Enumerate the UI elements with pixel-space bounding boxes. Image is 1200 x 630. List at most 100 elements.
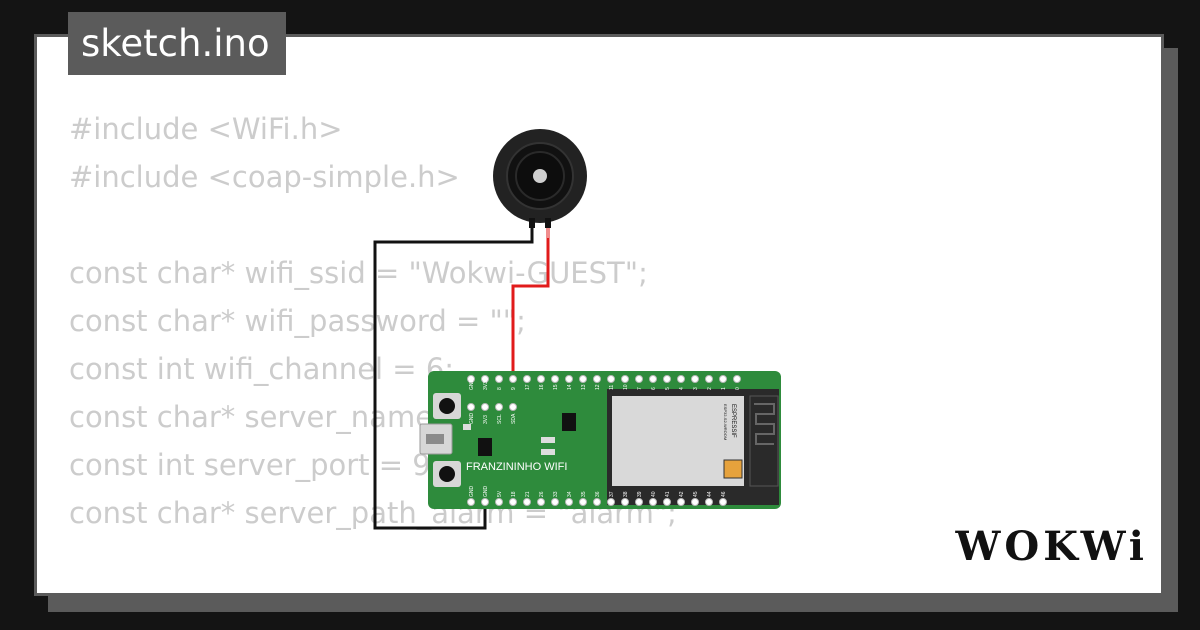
mid-pin-sda[interactable] bbox=[509, 403, 517, 411]
top-pin-9[interactable] bbox=[509, 375, 517, 383]
mid-pin-label: 3V3 bbox=[483, 415, 489, 424]
bottom-pin-label: 46 bbox=[721, 491, 727, 497]
top-pin-label: 6 bbox=[651, 387, 657, 390]
bottom-pin-46[interactable] bbox=[719, 498, 727, 506]
bottom-pin-40[interactable] bbox=[649, 498, 657, 506]
bottom-pin-label: 38 bbox=[623, 491, 629, 497]
franzininho-wifi-board[interactable]: ESPRESSIF ESP32-S2-WROOM FRANZININHO WIF… bbox=[419, 371, 781, 509]
top-pin-3[interactable] bbox=[691, 375, 699, 383]
board-label: FRANZININHO WIFI bbox=[466, 461, 567, 473]
bottom-pin-label: 18 bbox=[511, 491, 517, 497]
bottom-pin-37[interactable] bbox=[607, 498, 615, 506]
file-tab[interactable]: sketch.ino bbox=[68, 12, 286, 75]
bottom-pin-26[interactable] bbox=[537, 498, 545, 506]
mid-pin-gnd[interactable] bbox=[467, 403, 475, 411]
bottom-pin-label: 44 bbox=[707, 491, 713, 497]
mid-pin-label: SCL bbox=[497, 414, 503, 424]
top-pin-15[interactable] bbox=[551, 375, 559, 383]
black-wire[interactable] bbox=[373, 222, 534, 530]
red-wire[interactable] bbox=[511, 222, 550, 376]
bottom-pin-34[interactable] bbox=[565, 498, 573, 506]
bottom-pin-label: 21 bbox=[525, 491, 531, 497]
top-pin-4[interactable] bbox=[677, 375, 685, 383]
top-pin-label: 9 bbox=[511, 387, 517, 390]
bottom-pin-label: 39 bbox=[637, 491, 643, 497]
bottom-pin-gnd[interactable] bbox=[467, 498, 475, 506]
code-line: const int wifi_channel = 6; bbox=[69, 352, 455, 386]
bottom-pin-label: GND bbox=[469, 486, 475, 498]
top-pin-7[interactable] bbox=[635, 375, 643, 383]
bottom-pin-label: 41 bbox=[665, 491, 671, 497]
bottom-pin-5v[interactable] bbox=[495, 498, 503, 506]
bottom-pin-41[interactable] bbox=[663, 498, 671, 506]
bottom-pin-label: 40 bbox=[651, 491, 657, 497]
bottom-pin-label: 45 bbox=[693, 491, 699, 497]
bottom-pin-18[interactable] bbox=[509, 498, 517, 506]
code-line: const char* wifi_password = ""; bbox=[69, 304, 526, 338]
mid-pin-scl[interactable] bbox=[495, 403, 503, 411]
wokwi-logo: WOKWi bbox=[955, 523, 1148, 570]
top-pin-0[interactable] bbox=[733, 375, 741, 383]
bottom-pin-label: 33 bbox=[553, 491, 559, 497]
bottom-pin-38[interactable] bbox=[621, 498, 629, 506]
buzzer[interactable] bbox=[493, 129, 587, 228]
bottom-pin-label: 35 bbox=[581, 491, 587, 497]
top-pin-label: 11 bbox=[609, 385, 615, 390]
bottom-pin-label: 37 bbox=[609, 491, 615, 497]
bottom-pin-label: 34 bbox=[567, 491, 573, 497]
bottom-pin-21[interactable] bbox=[523, 498, 531, 506]
code-editor: #include <WiFi.h> #include <coap-simple.h… bbox=[69, 105, 677, 593]
top-pin-gnd[interactable] bbox=[467, 375, 475, 383]
bottom-pin-33[interactable] bbox=[551, 498, 559, 506]
bottom-pin-44[interactable] bbox=[705, 498, 713, 506]
mid-pin-label: GND bbox=[469, 413, 475, 425]
top-pin-label: 3 bbox=[693, 387, 699, 390]
top-pin-10[interactable] bbox=[621, 375, 629, 383]
top-pin-label: 8 bbox=[497, 387, 503, 390]
module-model: ESP32-S2-WROOM bbox=[723, 404, 728, 440]
bottom-pin-39[interactable] bbox=[635, 498, 643, 506]
bottom-pin-42[interactable] bbox=[677, 498, 685, 506]
top-pin-13[interactable] bbox=[579, 375, 587, 383]
code-line: #include <coap-simple.h> bbox=[69, 160, 460, 194]
bottom-pin-45[interactable] bbox=[691, 498, 699, 506]
top-pin-14[interactable] bbox=[565, 375, 573, 383]
mid-pin-label: SDA bbox=[511, 413, 517, 424]
top-pin-16[interactable] bbox=[537, 375, 545, 383]
top-pin-1[interactable] bbox=[719, 375, 727, 383]
code-line: #include <WiFi.h> bbox=[69, 112, 343, 146]
top-pin-label: 7 bbox=[637, 387, 643, 390]
top-pin-label: 3V3 bbox=[483, 381, 489, 390]
top-pin-label: 16 bbox=[539, 384, 545, 390]
top-pin-5[interactable] bbox=[663, 375, 671, 383]
top-pin-11[interactable] bbox=[607, 375, 615, 383]
bottom-pin-label: GND bbox=[483, 486, 489, 498]
bottom-pin-35[interactable] bbox=[579, 498, 587, 506]
top-pin-2[interactable] bbox=[705, 375, 713, 383]
code-preview-card: #include <WiFi.h> #include <coap-simple.h… bbox=[34, 34, 1164, 596]
top-pin-label: 15 bbox=[553, 384, 559, 390]
code-line: WiFiUDP udp; bbox=[69, 585, 677, 593]
top-pin-label: 1 bbox=[721, 387, 727, 390]
top-pin-6[interactable] bbox=[649, 375, 657, 383]
top-pin-3v3[interactable] bbox=[481, 375, 489, 383]
code-line: const char* wifi_ssid = "Wokwi-GUEST"; bbox=[69, 256, 648, 290]
bottom-pin-label: 26 bbox=[539, 491, 545, 497]
mid-pin-3v3[interactable] bbox=[481, 403, 489, 411]
bottom-pin-label: 36 bbox=[595, 491, 601, 497]
bottom-pin-gnd[interactable] bbox=[481, 498, 489, 506]
top-pin-label: 0 bbox=[735, 387, 741, 390]
top-pin-12[interactable] bbox=[593, 375, 601, 383]
top-pin-8[interactable] bbox=[495, 375, 503, 383]
top-pin-label: 10 bbox=[623, 384, 629, 390]
top-pin-label: 2 bbox=[707, 387, 713, 390]
top-pin-17[interactable] bbox=[523, 375, 531, 383]
bottom-pin-36[interactable] bbox=[593, 498, 601, 506]
bottom-pin-label: 5V bbox=[497, 490, 503, 497]
top-pin-label: 12 bbox=[595, 384, 601, 390]
top-pin-label: 17 bbox=[525, 384, 531, 390]
code-line: const int server_port = 9 bbox=[69, 448, 431, 482]
file-tab-label: sketch.ino bbox=[81, 22, 270, 65]
